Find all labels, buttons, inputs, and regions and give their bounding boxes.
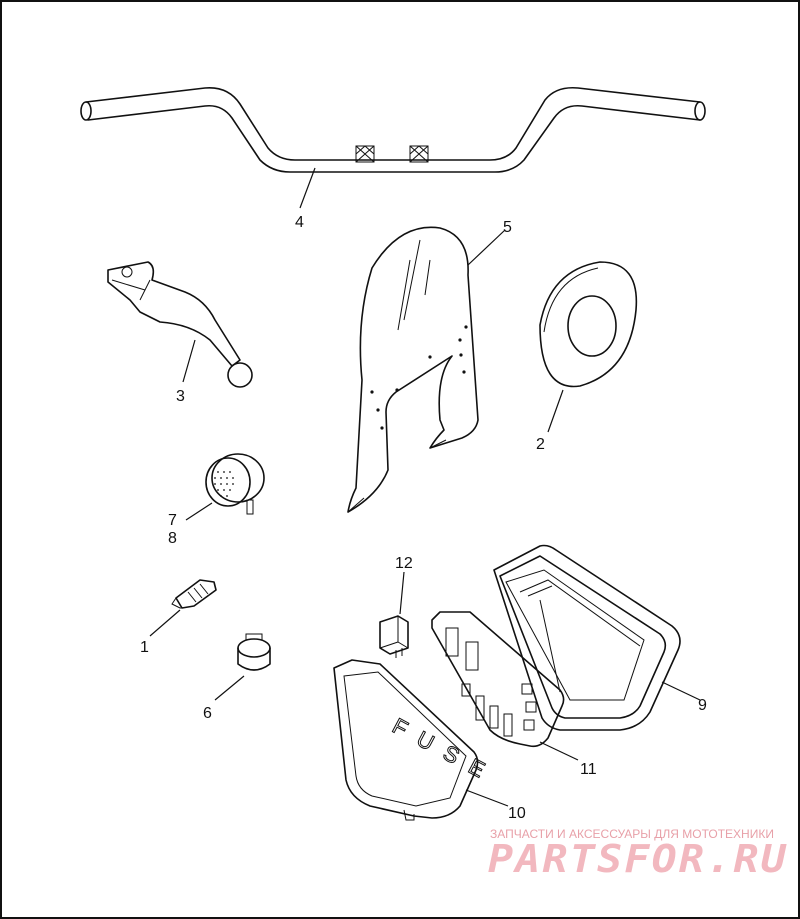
fuse-panel-cover-part [333,659,509,821]
fuse-box-cover-part [493,544,701,731]
windshield-part [347,226,506,513]
callout-6: 6 [203,705,212,722]
fuse-block-part [431,611,579,761]
callout-11: 11 [580,761,597,778]
callout-8: 8 [168,530,177,547]
callout-7: 7 [168,512,177,529]
watermark-brand: PARTSFOR.RU [488,837,788,881]
callout-1: 1 [140,639,149,656]
callout-12: 12 [395,555,413,572]
callout-9: 9 [698,697,707,714]
cap-part [214,633,271,701]
gasket-part [539,261,638,433]
watermark-tagline: ЗАПЧАСТИ И АКСЕССУАРЫ ДЛЯ МОТОТЕХНИКИ [490,827,774,841]
callout-10: 10 [508,805,526,822]
callout-5: 5 [503,219,512,236]
spark-plug-part [149,579,217,637]
handlebar-part [80,86,706,209]
callout-4: 4 [295,214,304,231]
horn-part [185,453,265,521]
clutch-lever-part [107,261,253,388]
fuse-part [379,571,409,658]
callout-2: 2 [536,436,545,453]
callout-3: 3 [176,388,185,405]
